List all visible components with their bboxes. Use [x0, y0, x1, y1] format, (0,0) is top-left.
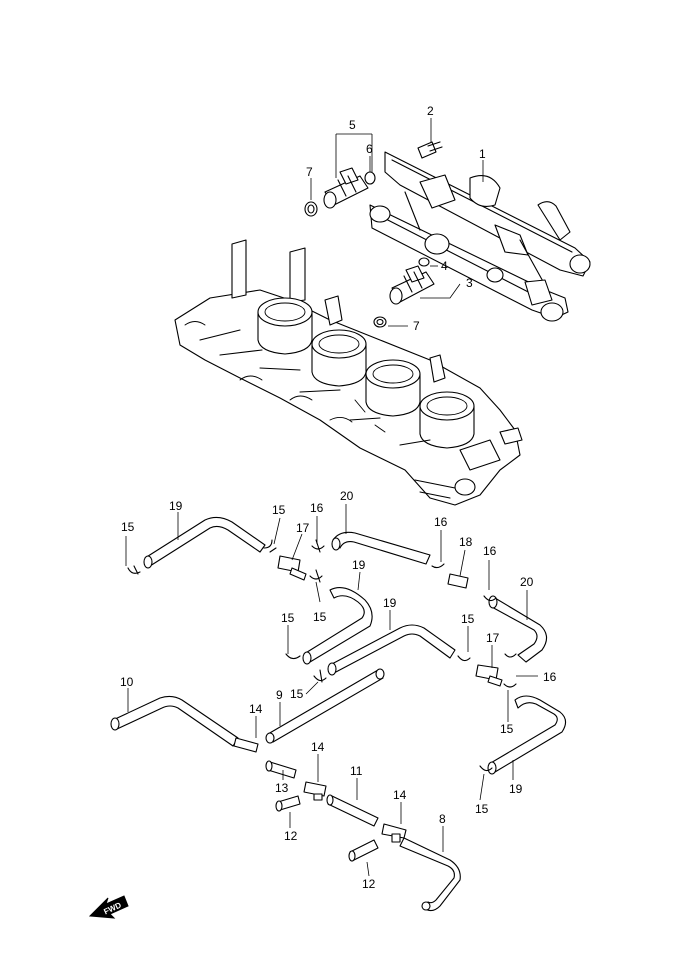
callout-15-b: 15 [272, 503, 286, 517]
o-ring-7-upper [304, 201, 318, 217]
callout-16-c: 16 [483, 544, 497, 558]
callout-15-a: 15 [121, 520, 135, 534]
hose-19-mid-left [302, 587, 373, 665]
callout-8: 8 [439, 812, 446, 826]
hose-19-top-left [143, 516, 266, 569]
callout-16-d: 16 [543, 670, 557, 684]
callout-5: 5 [349, 118, 356, 132]
fuel-rail [369, 151, 591, 322]
callout-6: 6 [366, 142, 373, 156]
callout-12-a: 12 [284, 829, 298, 843]
callout-14-c: 14 [393, 788, 407, 802]
callout-4: 4 [441, 259, 448, 273]
connectors [233, 555, 503, 843]
callout-15-g: 15 [500, 722, 514, 736]
callout-15-d: 15 [281, 611, 295, 625]
callout-2: 2 [427, 104, 434, 118]
callout-14-b: 14 [311, 740, 325, 754]
callout-17-a: 17 [296, 521, 310, 535]
hose-10 [110, 695, 239, 747]
callout-15-f: 15 [290, 687, 304, 701]
fwd-arrow-icon: FWD [88, 895, 129, 919]
callout-9: 9 [276, 688, 283, 702]
callout-15-e: 15 [461, 612, 475, 626]
callout-15-h: 15 [475, 802, 489, 816]
callout-20-a: 20 [340, 489, 354, 503]
leader-lines [125, 118, 538, 877]
callout-16-b: 16 [434, 515, 448, 529]
throttle-body [174, 239, 523, 506]
callout-19-d: 19 [509, 782, 523, 796]
hose-9 [265, 668, 385, 744]
callout-20-b: 20 [520, 575, 534, 589]
callout-18: 18 [459, 535, 473, 549]
fuel-injector-upper [323, 167, 369, 209]
callout-13: 13 [275, 781, 289, 795]
hose-8 [399, 837, 461, 912]
callout-7-upper: 7 [306, 165, 313, 179]
callout-1: 1 [479, 147, 486, 161]
hose-11 [326, 794, 379, 827]
callout-19-c: 19 [383, 596, 397, 610]
callout-numbers: 1 2 5 6 7 4 3 7 15 19 15 16 20 17 16 18 … [120, 104, 557, 891]
hose-13 [265, 760, 297, 779]
callout-10: 10 [120, 675, 134, 689]
o-ring-6 [364, 171, 376, 185]
callout-16-a: 16 [310, 501, 324, 515]
callout-14-a: 14 [249, 702, 263, 716]
callout-3: 3 [466, 276, 473, 290]
callout-11: 11 [350, 764, 363, 778]
hose-20-right [488, 595, 548, 663]
callout-12-b: 12 [362, 877, 376, 891]
hose-20-top-middle [331, 531, 431, 565]
bolt [417, 141, 443, 159]
callout-19-b: 19 [352, 558, 366, 572]
callout-15-c: 15 [313, 610, 327, 624]
hose-19-right-lower [487, 695, 567, 775]
callout-7-lower: 7 [413, 319, 420, 333]
callout-17-b: 17 [486, 631, 500, 645]
fuel-injector-lower [389, 265, 435, 305]
hose-19-mid-long [327, 624, 456, 676]
hose-12-left [275, 795, 301, 812]
callout-19-a: 19 [169, 499, 183, 513]
hose-12-right [348, 839, 379, 862]
clamps [127, 539, 517, 772]
o-ring-7-lower [373, 316, 387, 328]
o-ring-4 [418, 257, 430, 267]
